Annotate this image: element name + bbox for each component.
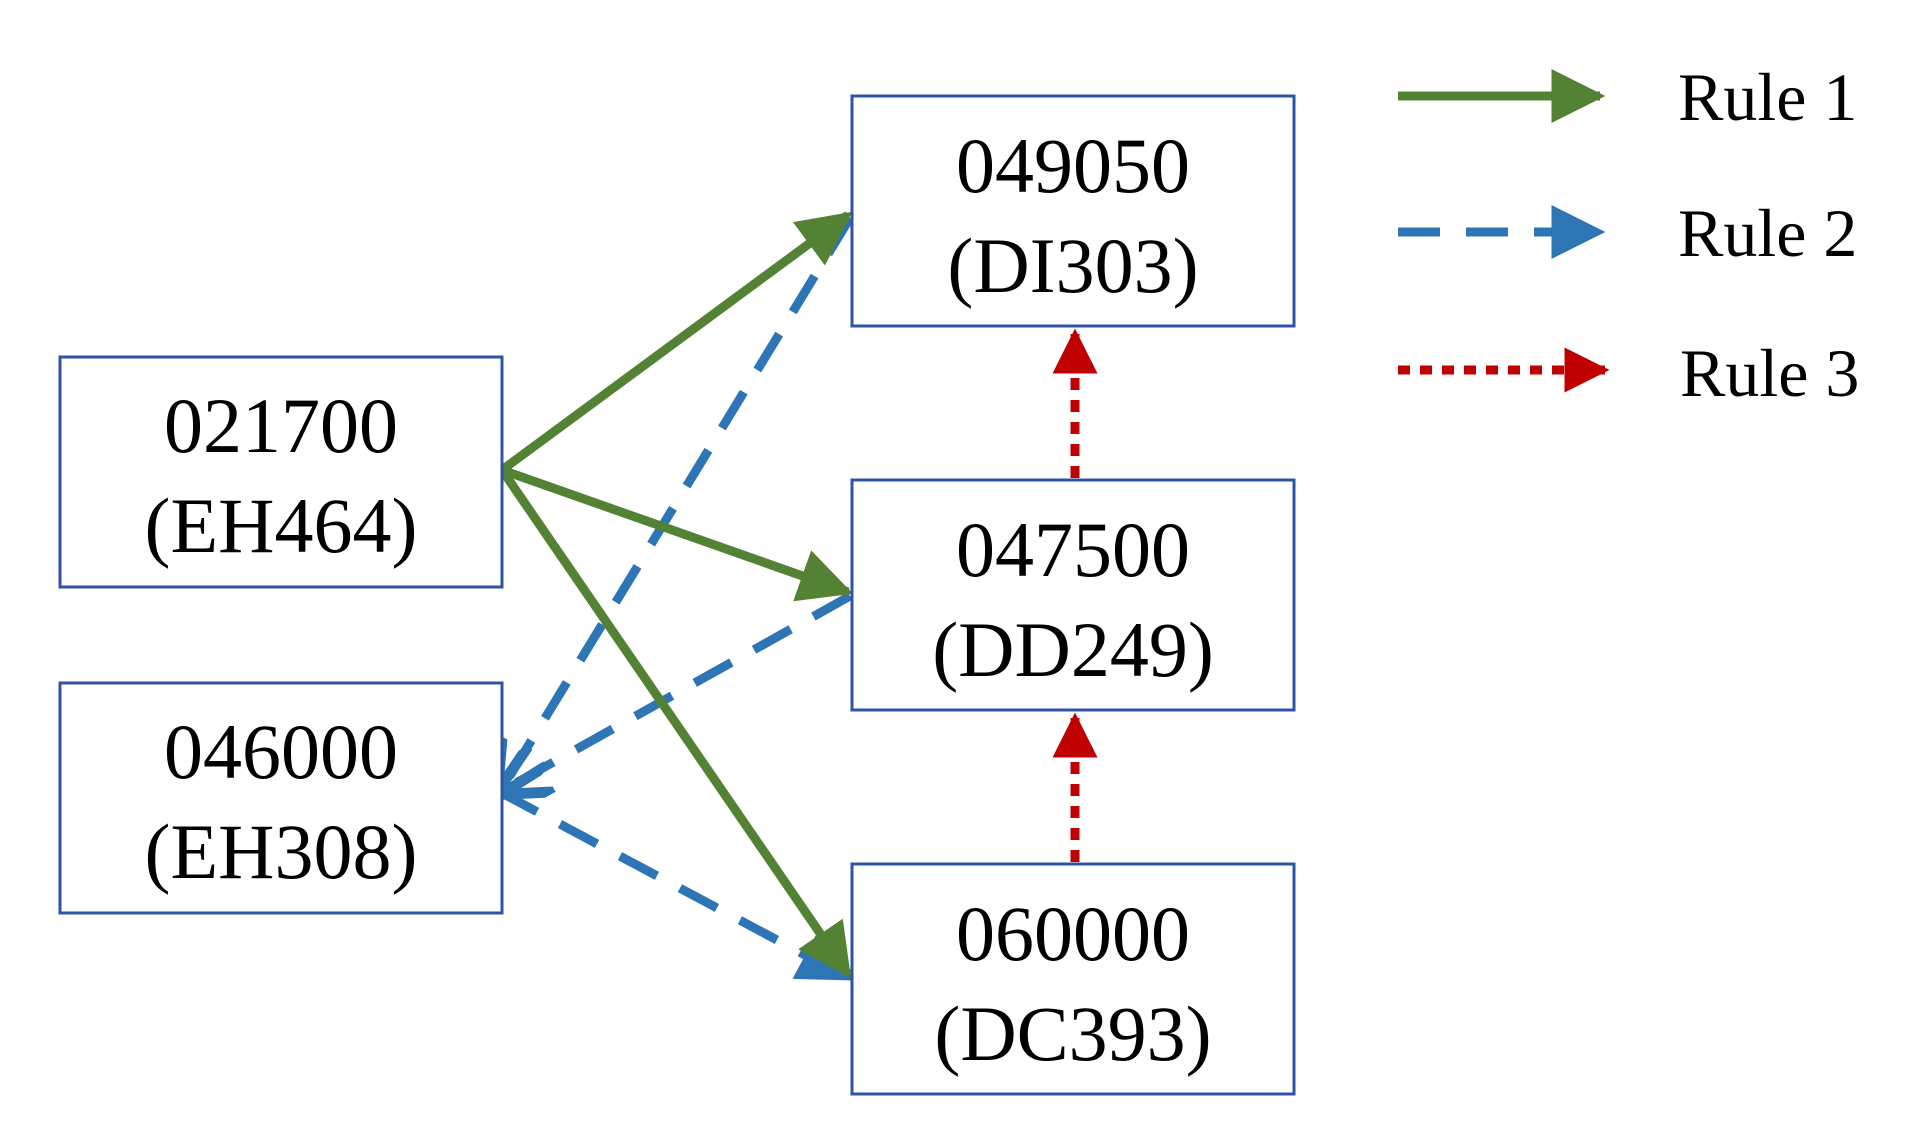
node-021700: 021700 (EH464) [58,355,504,589]
node-047500: 047500 (DD249) [850,478,1296,712]
legend-rule3-label: Rule 3 [1680,335,1859,411]
legend-rule1: Rule 1 [1398,59,1857,135]
edge-046000-to-060000 [497,788,853,982]
legend-rule2: Rule 2 [1398,195,1857,271]
legend-rule1-label: Rule 1 [1678,59,1857,135]
edge-021700-to-047500 [500,465,854,602]
node-046000: 046000 (EH308) [58,681,504,915]
node-021700-label: (EH464) [145,482,418,569]
legend-rule2-label: Rule 2 [1678,195,1857,271]
edge-021700-to-049050 [499,211,853,474]
node-047500-label: (DD249) [932,606,1214,693]
node-046000-label: (EH308) [145,808,418,895]
node-049050-code: 049050 [956,122,1190,209]
legend: Rule 1 Rule 2 Rule 3 [1398,59,1859,411]
node-047500-code: 047500 [956,506,1190,593]
edge-049050-to-046000 [500,215,854,792]
edge-047500-to-046000 [500,592,853,792]
node-049050: 049050 (DI303) [850,94,1296,328]
node-060000-label: (DC393) [934,990,1211,1077]
edge-021700-to-060000 [498,467,852,979]
node-060000-code: 060000 [956,890,1190,977]
node-046000-code: 046000 [164,708,398,795]
legend-rule3: Rule 3 [1398,335,1859,411]
node-049050-label: (DI303) [947,222,1198,309]
node-021700-code: 021700 [164,382,398,469]
node-060000: 060000 (DC393) [850,862,1296,1096]
